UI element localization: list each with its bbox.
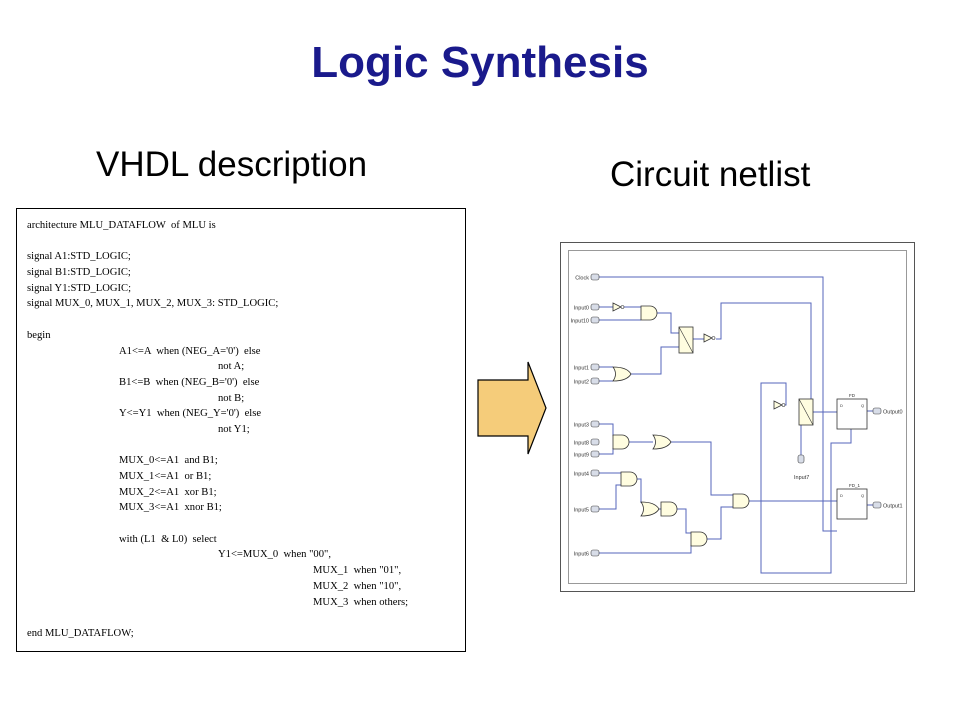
input-port xyxy=(590,549,600,557)
port-label: Input8 xyxy=(574,441,589,447)
or-gate xyxy=(652,434,672,450)
code-line: MUX_2<=A1 xor B1; xyxy=(119,486,217,498)
code-line: MUX_1<=A1 or B1; xyxy=(119,471,212,482)
netlist-frame xyxy=(568,250,907,584)
port-label: Input10 xyxy=(571,319,589,325)
port-label: Input3 xyxy=(574,423,589,429)
code-line: signal Y1:STD_LOGIC; xyxy=(27,282,132,294)
inverter-gate xyxy=(703,333,713,343)
input-port xyxy=(590,273,600,281)
code-line: signal MUX_0, MUX_1, MUX_2, MUX_3: STD_L… xyxy=(27,298,279,310)
code-line: MUX_3 when others; xyxy=(313,596,409,608)
input-port xyxy=(872,407,882,415)
pin-label: Q xyxy=(861,493,864,498)
port-label: Input9 xyxy=(574,453,589,459)
port-label: Input7 xyxy=(794,475,809,481)
netlist-schematic: ClockInput0Input10Input1Input2Input3Inpu… xyxy=(571,273,903,574)
flipflop-block xyxy=(836,398,868,430)
vhdl-heading: VHDL description xyxy=(96,145,368,184)
vhdl-code-box: architecture MLU_DATAFLOW of MLU is sign… xyxy=(16,208,466,652)
pin-label: Q xyxy=(861,403,864,408)
input-port xyxy=(590,377,600,385)
or-gate xyxy=(640,501,660,517)
or-gate xyxy=(612,366,632,382)
and-gate xyxy=(620,471,638,487)
and-gate xyxy=(732,493,750,509)
right-arrow-icon xyxy=(477,361,547,455)
code-line: architecture MLU_DATAFLOW of MLU is xyxy=(27,220,216,231)
code-line: Y1<=MUX_0 when "00", xyxy=(218,549,331,561)
pin-label: D xyxy=(840,403,843,408)
input-port xyxy=(797,454,805,464)
port-label: Clock xyxy=(575,276,589,282)
code-line: with (L1 & L0) select xyxy=(119,533,217,545)
vhdl-code: architecture MLU_DATAFLOW of MLU is sign… xyxy=(27,218,408,642)
flipflop-label: FD_1 xyxy=(849,483,861,488)
page-title: Logic Synthesis xyxy=(311,38,649,87)
input-port xyxy=(590,316,600,324)
port-label: Output1 xyxy=(883,504,903,510)
port-label: Input5 xyxy=(574,508,589,514)
code-line: not B; xyxy=(218,392,245,404)
inverter-gate xyxy=(773,400,783,410)
and-gate xyxy=(690,531,708,547)
code-line: not Y1; xyxy=(218,423,250,435)
pin-label: D xyxy=(840,493,843,498)
input-port xyxy=(590,420,600,428)
port-label: Input0 xyxy=(574,306,589,312)
input-port xyxy=(590,450,600,458)
code-line: end MLU_DATAFLOW; xyxy=(27,627,134,639)
input-port xyxy=(590,303,600,311)
flipflop-label: FD xyxy=(849,393,856,398)
and-gate xyxy=(660,501,678,517)
code-line: signal A1:STD_LOGIC; xyxy=(27,251,131,263)
port-label: Input6 xyxy=(574,552,589,558)
and-gate xyxy=(640,305,658,321)
input-port xyxy=(590,363,600,371)
input-port xyxy=(590,505,600,513)
code-line: A1<=A when (NEG_A='0') else xyxy=(119,345,261,357)
port-label: Output0 xyxy=(883,410,903,416)
netlist-heading: Circuit netlist xyxy=(610,155,811,194)
input-port xyxy=(590,469,600,477)
and-gate xyxy=(612,434,630,450)
code-line: MUX_0<=A1 and B1; xyxy=(119,455,218,467)
inverter-gate xyxy=(612,302,622,312)
code-line: MUX_2 when "10", xyxy=(313,580,402,592)
input-port xyxy=(872,501,882,509)
port-label: Input2 xyxy=(574,380,589,386)
code-line: MUX_3<=A1 xnor B1; xyxy=(119,502,222,514)
port-label: Input4 xyxy=(574,472,589,478)
port-label: Input1 xyxy=(574,366,589,372)
code-line: not A; xyxy=(218,361,245,373)
flipflop-block xyxy=(836,488,868,520)
code-line: signal B1:STD_LOGIC; xyxy=(27,267,131,279)
input-port xyxy=(590,438,600,446)
code-line: B1<=B when (NEG_B='0') else xyxy=(119,376,260,388)
code-line: Y<=Y1 when (NEG_Y='0') else xyxy=(119,408,262,420)
code-line: begin xyxy=(27,329,51,341)
code-line: MUX_1 when "01", xyxy=(313,565,402,577)
